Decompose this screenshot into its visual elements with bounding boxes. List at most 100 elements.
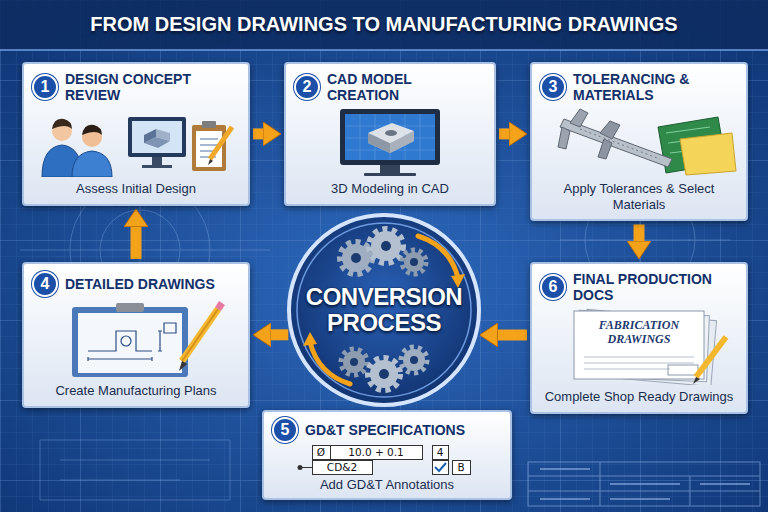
leader-line: [300, 467, 312, 468]
rect: [528, 462, 760, 506]
cad-part: [368, 123, 414, 153]
circle: [410, 356, 418, 364]
rect: [202, 121, 216, 128]
person: [72, 125, 112, 177]
flow-arrow: [253, 128, 265, 139]
step-box: 2CAD MODEL CREATION 3D Modeling in CAD: [284, 62, 496, 206]
step-number: 3: [540, 74, 566, 100]
path: [345, 114, 435, 160]
step-caption: Assess Initial Design: [32, 181, 240, 197]
process-circle: CONVERSION PROCESS: [286, 212, 482, 408]
path: [52, 119, 72, 129]
circle: [351, 253, 361, 263]
step-number: 1: [32, 74, 58, 100]
clipboard: [72, 307, 188, 377]
path: [558, 127, 570, 149]
rect: [132, 121, 182, 153]
step-caption: Complete Shop Ready Drawings: [540, 389, 738, 405]
path: [182, 309, 218, 361]
sheet: [574, 311, 704, 379]
illustration-area: Ø10.0 + 0.14BCD&2: [272, 445, 502, 475]
title-band: [0, 0, 768, 50]
circle: [289, 215, 479, 405]
path: [693, 377, 700, 384]
rect: [128, 117, 186, 157]
tolerance-illustration: [540, 107, 738, 177]
pencil: [179, 303, 222, 371]
rect: [364, 173, 416, 176]
rect: [433, 446, 449, 460]
path: [600, 121, 620, 139]
monitor: [340, 109, 440, 165]
path: [182, 309, 218, 361]
flow-arrow: [634, 224, 645, 243]
rect: [313, 446, 423, 460]
cycle-arrowhead: [303, 332, 317, 346]
ellipse: [385, 130, 397, 136]
path: [72, 151, 112, 177]
path: [88, 331, 152, 351]
monitor: [128, 117, 186, 168]
step-header: 4DETAILED DRAWINGS: [32, 271, 240, 297]
sheet-title: FABRICATION DRAWINGS: [584, 319, 694, 347]
process-label: CONVERSION PROCESS: [296, 284, 472, 336]
review-illustration: [32, 107, 240, 177]
gdt-symbol: 4: [432, 445, 448, 459]
path: [208, 159, 213, 165]
path: [330, 446, 331, 460]
circle: [379, 369, 389, 379]
step-number: 6: [540, 274, 566, 300]
path: [88, 331, 162, 361]
rect: [116, 303, 144, 312]
illustration-area: [32, 301, 240, 379]
path: [368, 123, 414, 143]
rect: [433, 461, 449, 475]
illustration-area: [540, 107, 738, 177]
path: [210, 127, 232, 159]
step-heading: FINAL PRODUCTION DOCS: [573, 271, 738, 303]
circle: [401, 347, 427, 373]
check-mark: [435, 463, 446, 471]
circle: [121, 336, 131, 346]
circle: [341, 349, 367, 375]
path: [179, 361, 187, 371]
flow-arrow: [269, 329, 288, 340]
sheet: [78, 313, 182, 373]
path: [584, 357, 694, 369]
circle: [297, 223, 471, 397]
rect: [380, 165, 400, 173]
step-heading: GD&T SPECIFICATIONS: [305, 422, 465, 438]
path: [144, 129, 156, 143]
step-heading: DESIGN CONCEPT REVIEW: [65, 71, 240, 103]
step-header: 1 DESIGN CONCEPT REVIEW: [32, 71, 240, 103]
material-sheet: [680, 133, 736, 175]
path: [696, 337, 726, 377]
step-box: 6 FINAL PRODUCTION DOCS FABRICATION DRAWI…: [530, 262, 748, 414]
illustration-area: [32, 107, 240, 177]
circle: [381, 241, 391, 251]
flow-arrow: [131, 225, 142, 259]
path: [528, 462, 760, 506]
rect: [152, 157, 162, 165]
step-number: 5: [272, 417, 298, 443]
step-number: 2: [294, 74, 320, 100]
gdt-symbol: Ø: [312, 445, 330, 459]
step-caption: Add GD&T Annotations: [272, 477, 502, 493]
step-box: 5GD&T SPECIFICATIONS Ø10.0 + 0.14BCD&2Ad…: [262, 410, 512, 500]
step-box: 1 DESIGN CONCEPT REVIEW Assess Initial De…: [22, 62, 250, 206]
clipboard: [192, 121, 232, 171]
circle: [368, 358, 400, 390]
path: [580, 129, 660, 159]
step-box: 4DETAILED DRAWINGS Create Manufacturing …: [22, 262, 250, 408]
circle: [410, 258, 418, 266]
step-heading: TOLERANCING & MATERIALS: [573, 71, 738, 103]
feature-control-frames: [313, 446, 471, 475]
gdt-symbol: B: [452, 460, 470, 474]
rect: [142, 165, 172, 168]
gdt-symbol: CD&2: [312, 460, 372, 474]
path: [164, 323, 176, 333]
title-rule: [0, 49, 768, 51]
path: [598, 139, 612, 159]
